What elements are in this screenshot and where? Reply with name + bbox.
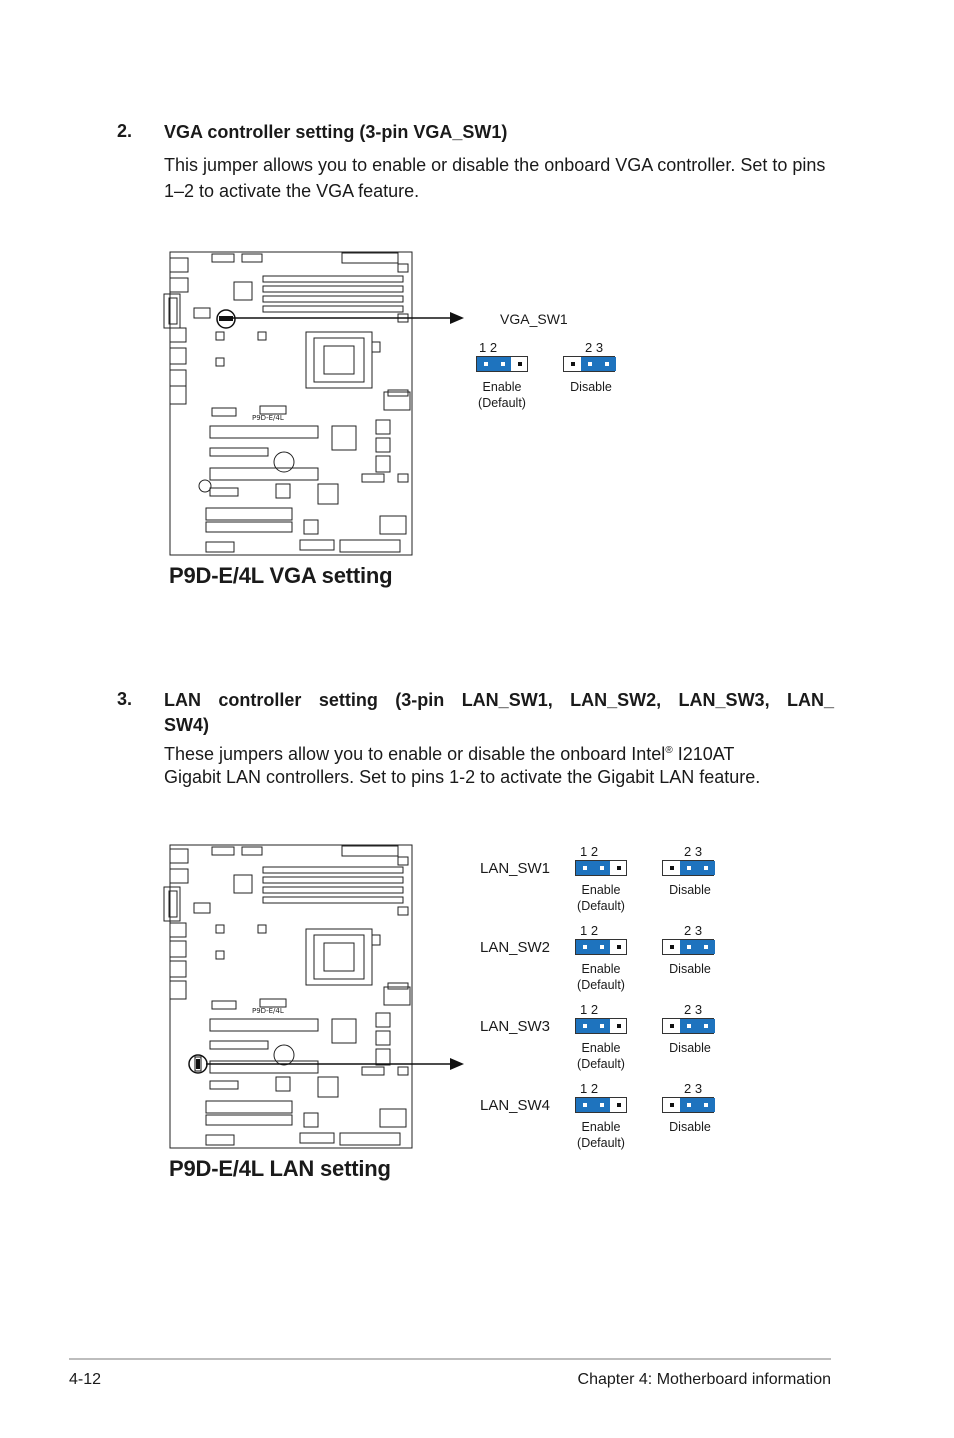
lan-sw3-enable-pins: 1 2 (580, 1002, 599, 1017)
lan-sw4-jumper-enable (575, 1097, 627, 1113)
lan-sw1-enable-label: Enable (Default) (577, 883, 625, 913)
lan-sw2-enable-pins: 1 2 (580, 923, 599, 938)
lan-sw1-jumper-enable (575, 860, 627, 876)
vga-disable-pins-label: 2 3 (585, 340, 604, 355)
lan-sw2-enable-label: Enable (Default) (577, 962, 625, 992)
vga-figure-caption: P9D-E/4L VGA setting (169, 563, 393, 588)
vga-jumper-disable (563, 356, 616, 372)
lan-sw4-enable-pins: 1 2 (580, 1081, 599, 1096)
lan-sw1-jumper-disable (662, 860, 715, 876)
section-3-heading-line2: SW4) (164, 715, 209, 735)
board-model-text: P9D-E/4L (252, 1007, 284, 1015)
lan-sw1-name: LAN_SW1 (480, 860, 551, 877)
section-2-body: This jumper allows you to enable or disa… (164, 155, 826, 201)
lan-motherboard-diagram: P9D-E/4L (160, 843, 416, 1151)
lan-sw1-enable-pins: 1 2 (580, 844, 599, 859)
chapter-title: Chapter 4: Motherboard information (577, 1371, 831, 1388)
motherboard-layout-vga: P9D-E/4L (163, 251, 413, 556)
lan-sw3-enable-label: Enable (Default) (577, 1041, 625, 1071)
lan-sw4-enable-label: Enable (Default) (577, 1120, 625, 1150)
section-3-body-line1: These jumpers allow you to enable or dis… (164, 744, 735, 764)
footer-rule (69, 1358, 831, 1360)
vga-jumper-enable (476, 356, 528, 372)
lan-figure-caption: P9D-E/4L LAN setting (169, 1156, 391, 1181)
section-3-heading-line1: LAN controller setting (3-pin LAN_SW1, L… (164, 690, 834, 710)
lan-sw2-disable-label: Disable (669, 962, 711, 976)
section-2-heading: VGA controller setting (3-pin VGA_SW1) (164, 122, 508, 142)
vga-motherboard-diagram: P9D-E/4L (160, 250, 416, 558)
section-3-number: 3. (117, 689, 133, 709)
lan-sw2-disable-pins: 2 3 (684, 923, 703, 938)
page-number: 4-12 (69, 1371, 102, 1388)
lan-sw3-disable-label: Disable (669, 1041, 711, 1055)
lan-sw3-name: LAN_SW3 (480, 1018, 551, 1035)
vga-disable-label: Disable (570, 380, 612, 394)
vga-jumper-name: VGA_SW1 (500, 311, 568, 327)
lan-sw3-jumper-disable (662, 1018, 715, 1034)
lan-sw3-jumper-enable (575, 1018, 627, 1034)
motherboard-layout-lan: P9D-E/4L (163, 844, 413, 1149)
section-2-number: 2. (117, 121, 133, 141)
lan-sw4-disable-label: Disable (669, 1120, 711, 1134)
vga-pointer-arrow (226, 312, 464, 324)
lan-sw1-disable-label: Disable (669, 883, 711, 897)
lan-sw2-jumper-enable (575, 939, 627, 955)
vga-enable-pins-label: 1 2 (479, 340, 498, 355)
lan-sw3-disable-pins: 2 3 (684, 1002, 703, 1017)
lan-pointer-arrow (206, 1058, 464, 1070)
lan-sw4-disable-pins: 2 3 (684, 1081, 703, 1096)
lan-sw4-name: LAN_SW4 (480, 1097, 551, 1114)
board-model-text: P9D-E/4L (252, 414, 284, 422)
section-3-body-line2: Gigabit LAN controllers. Set to pins 1-2… (164, 767, 761, 787)
lan-sw1-disable-pins: 2 3 (684, 844, 703, 859)
lan-sw4-jumper-disable (662, 1097, 715, 1113)
lan-sw2-name: LAN_SW2 (480, 939, 551, 956)
vga-enable-label: Enable (Default) (478, 380, 526, 410)
lan-sw2-jumper-disable (662, 939, 715, 955)
